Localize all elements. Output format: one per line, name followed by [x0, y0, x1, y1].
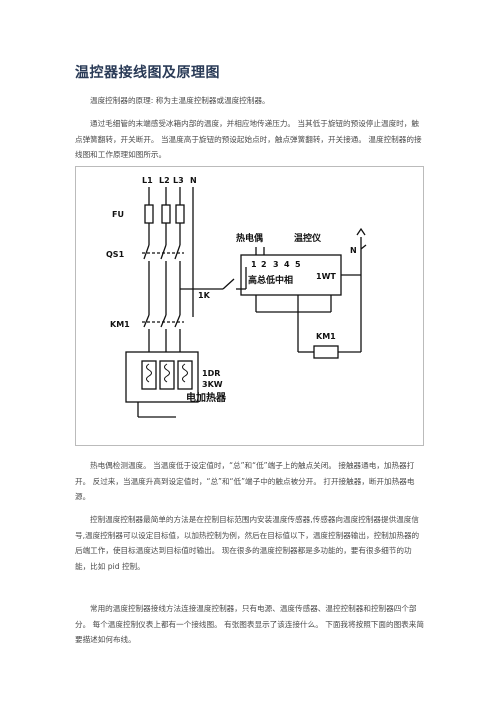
- meter-label: 1WT: [316, 272, 336, 281]
- controller-label: 温控仪: [294, 232, 322, 244]
- phase-label-l3: L3: [173, 176, 184, 185]
- coil-label: KM1: [316, 332, 336, 341]
- terminal-4: 4: [284, 260, 290, 269]
- terminal-5: 5: [295, 260, 301, 269]
- heater-power-label: 3KW: [202, 380, 223, 389]
- heater-name-label: 电加热器: [186, 391, 227, 404]
- breaker-label: QS1: [106, 250, 125, 259]
- paragraph-principle: 温度控制器的原理: 称为主温度控制器或温度控制器。: [90, 96, 270, 105]
- phase-label-l2: L2: [159, 176, 170, 185]
- wiring-diagram-figure: L1 L2 L3 N FU QS1 1K KM1 热电偶 温控仪 N 1 2 3…: [75, 166, 424, 446]
- wiring-diagram: L1 L2 L3 N FU QS1 1K KM1 热电偶 温控仪 N 1 2 3…: [106, 176, 367, 418]
- paragraph-thermocouple: 热电偶检测温度。 当温度低于设定值时，“总”和“低”端子上的触点关闭。 接触器通…: [75, 461, 415, 501]
- page-title: 温控器接线图及原理图: [75, 65, 220, 81]
- paragraph-wiring-method: 常用的温度控制器接线方法连接温度控制器，只有电源、温度传感器、温控控制器和控制器…: [75, 604, 424, 644]
- contactor-label: KM1: [110, 320, 130, 329]
- switch-label: 1K: [198, 291, 211, 300]
- terminal-names: 高总低中相: [248, 274, 293, 286]
- paragraph-capillary: 通过毛细管的末端感受冰箱内部的温度，并相应地传递压力。 当其低于旋钮的预设停止温…: [75, 119, 422, 159]
- terminal-2: 2: [261, 260, 267, 269]
- terminal-3: 3: [273, 260, 279, 269]
- phase-label-l1: L1: [142, 176, 153, 185]
- paragraph-control-method: 控制温度控制器最简单的方法是在控制目标范围内安装温度传感器,传感器向温度控制器提…: [75, 515, 420, 571]
- phase-label-n: N: [190, 176, 197, 185]
- heater-id-label: 1DR: [202, 369, 220, 378]
- terminal-1: 1: [251, 260, 257, 269]
- neutral-label: N: [350, 246, 357, 255]
- fuse-label: FU: [112, 210, 124, 219]
- thermocouple-label: 热电偶: [236, 232, 263, 244]
